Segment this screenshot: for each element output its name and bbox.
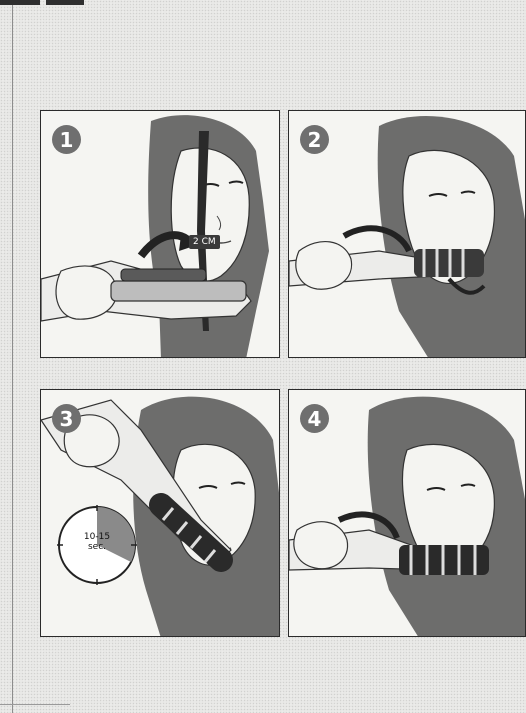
section-width-label: 2 CM — [189, 235, 220, 249]
step-number-badge: 2 — [300, 125, 329, 154]
step-1-panel: 1 2 CM — [40, 110, 280, 358]
step-number-badge: 1 — [52, 125, 81, 154]
step-number-badge: 4 — [300, 404, 329, 433]
page-margin-line — [12, 5, 13, 713]
step-4-panel: 4 — [288, 389, 526, 637]
step-2-panel: 2 — [288, 110, 526, 358]
step-number-badge: 3 — [52, 404, 81, 433]
step-3-panel: 3 10-15 sec. — [40, 389, 280, 637]
page-footer-line — [0, 704, 70, 705]
curling-time-label: 10-15 sec. — [82, 532, 112, 552]
timer-unit: sec. — [82, 542, 112, 552]
timer-time: 10-15 — [82, 532, 112, 542]
